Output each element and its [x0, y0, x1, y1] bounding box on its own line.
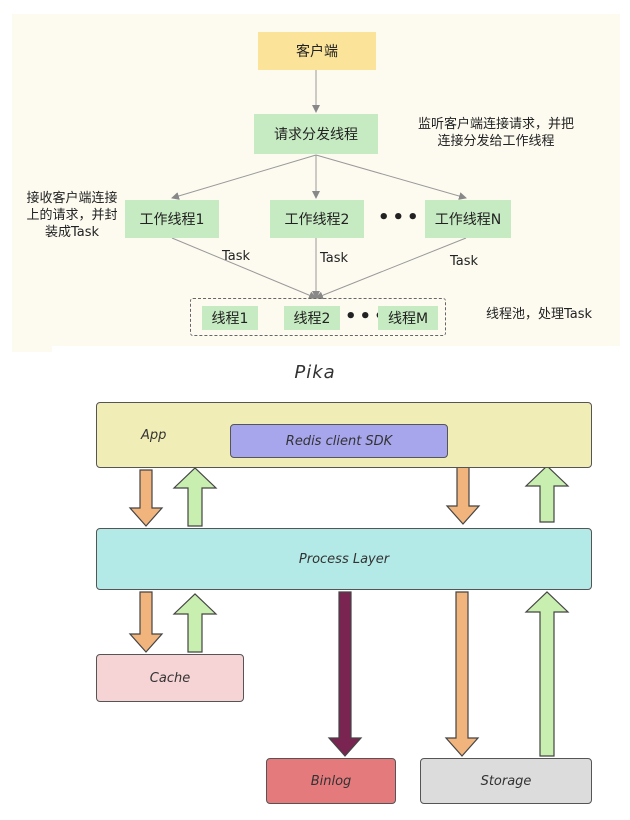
process-to-cache-down-arrow [128, 591, 164, 653]
process-layer-box: Process Layer [96, 528, 592, 590]
worker-note-line1: 接收客户端连接 [26, 191, 118, 206]
worker-thread-N-box: 工作线程N [425, 200, 511, 238]
panel-notch [12, 342, 52, 352]
redis-client-sdk-box: Redis client SDK [230, 424, 448, 458]
process-layer-label: Process Layer [298, 551, 390, 567]
dispatcher-label: 请求分发线程 [274, 127, 358, 143]
process-to-binlog-arrow [327, 591, 363, 757]
task-label-1: Task [222, 249, 251, 264]
pika-title: Pika [294, 362, 336, 383]
task-label-2: Task [320, 251, 349, 266]
process-to-app-up-arrow-left [172, 467, 218, 527]
cache-label: Cache [149, 670, 191, 686]
storage-box: Storage [420, 758, 592, 804]
pool-ellipsis: ••• [345, 306, 389, 327]
pool-thread-2-label: 线程2 [293, 311, 331, 327]
client-label: 客户端 [296, 44, 338, 60]
process-to-storage-down-arrow [444, 591, 480, 757]
workers-ellipsis: ••• [378, 207, 422, 228]
redis-client-sdk-label: Redis client SDK [285, 433, 393, 449]
worker-thread-1-box: 工作线程1 [125, 200, 219, 238]
storage-to-process-up-arrow [524, 591, 570, 757]
worker1-to-pool-arrow [171, 237, 317, 299]
worker-thread-2-label: 工作线程2 [284, 212, 350, 228]
app-to-process-down-arrow-left [128, 469, 164, 527]
dispatcher-thread-box: 请求分发线程 [254, 114, 378, 154]
dispatcher-note-line2: 连接分发给工作线程 [437, 134, 555, 149]
worker-thread-1-label: 工作线程1 [139, 212, 205, 228]
pool-thread-M: 线程M [378, 306, 438, 330]
client-box: 客户端 [258, 32, 376, 70]
pool-thread-2: 线程2 [284, 306, 340, 330]
pool-thread-1: 线程1 [202, 306, 258, 330]
pool-thread-M-label: 线程M [387, 311, 429, 327]
thread-pool-note: 线程池，处理Task [486, 307, 593, 322]
dispatcher-note-line1: 监听客户端连接请求，并把 [417, 117, 574, 132]
dispatcher-to-worker1-arrow [171, 154, 317, 200]
worker-note: 接收客户端连接 上的请求，并封 装成Task [22, 190, 122, 241]
worker-note-line3: 装成Task [44, 225, 100, 240]
binlog-box: Binlog [266, 758, 396, 804]
task-label-3: Task [450, 254, 479, 269]
worker-note-line2: 上的请求，并封 [26, 208, 118, 223]
cache-box: Cache [96, 654, 244, 702]
storage-label: Storage [480, 773, 532, 789]
cache-to-process-up-arrow [172, 593, 218, 653]
app-to-process-down-arrow-right [445, 465, 481, 525]
binlog-label: Binlog [310, 773, 352, 789]
thread-pool-box [190, 298, 446, 336]
dispatcher-to-workerN-arrow [315, 154, 467, 200]
worker-thread-N-label: 工作线程N [434, 212, 502, 228]
pool-thread-1-label: 线程1 [211, 311, 249, 327]
app-label: App [141, 427, 167, 443]
workerN-to-pool-arrow [315, 237, 467, 300]
process-to-app-up-arrow-right [524, 465, 570, 523]
worker-thread-2-box: 工作线程2 [270, 200, 364, 238]
dispatcher-note: 监听客户端连接请求，并把 连接分发给工作线程 [396, 116, 596, 150]
